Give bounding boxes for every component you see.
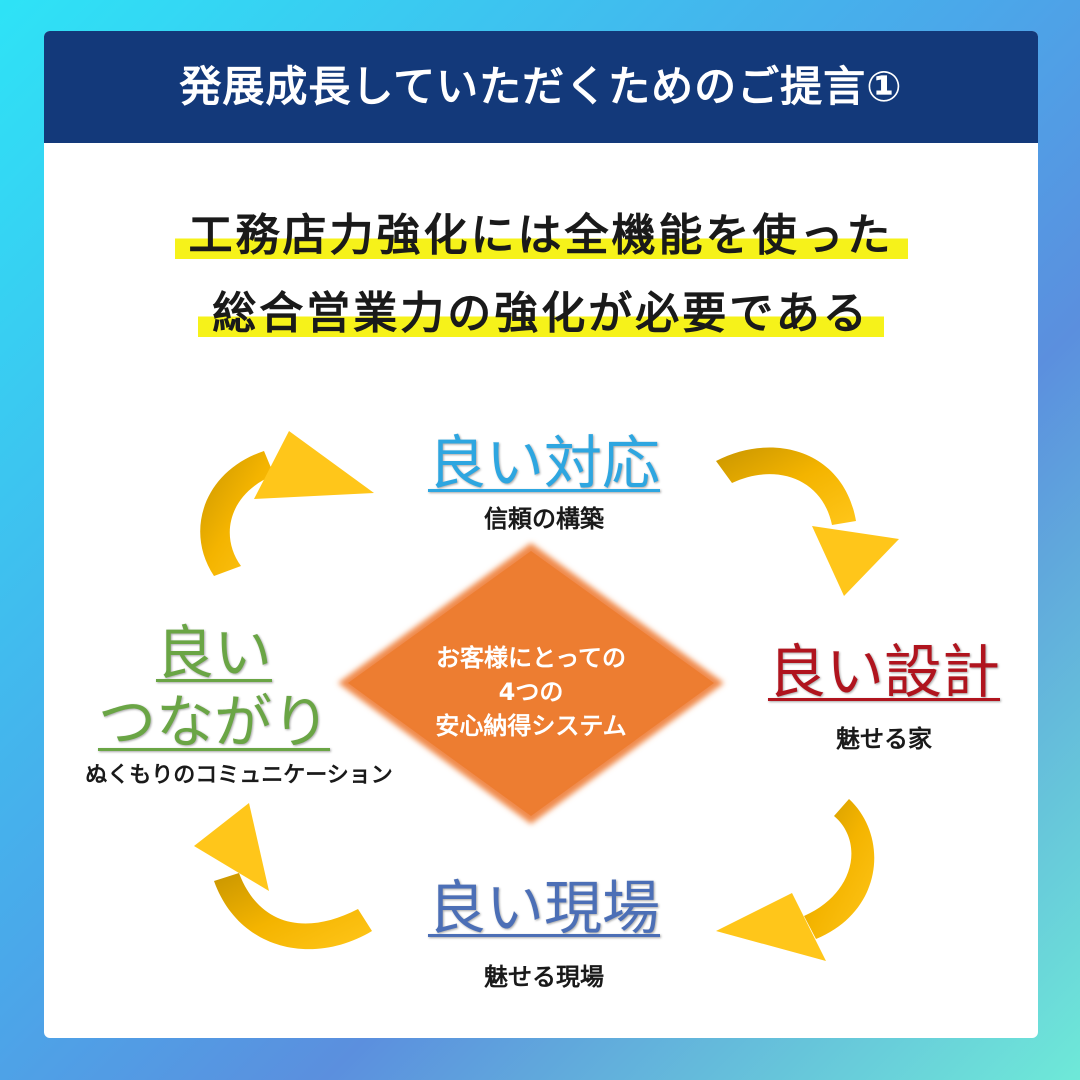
curved-arrow-icon (200, 431, 374, 576)
curved-arrow-icon (194, 803, 372, 950)
header-bar: 発展成長していただくためのご提言① (44, 31, 1038, 143)
cycle-top-subtitle: 信頼の構築 (484, 505, 604, 533)
cycle-top-title: 良い対応 (427, 429, 660, 497)
center-diamond (338, 543, 724, 824)
cycle-right-title: 良い設計 (767, 638, 1000, 706)
cycle-left-title-line-2: つながり (97, 688, 330, 756)
cycle-left-subtitle: ぬくもりのコミュニケーション (85, 763, 393, 788)
cycle-diagram (194, 431, 899, 961)
cycle-left-title-line-1: 良い (155, 619, 272, 687)
headline-line-2: 総合営業力の強化が必要である (44, 277, 1038, 341)
center-label-line-3: 安心納得システム (435, 712, 627, 740)
card: 発展成長していただくためのご提言① 工務店力強化には全機能を使った 総合営業力の… (44, 31, 1038, 1038)
headline-text-1: 工務店力強化には全機能を使った (174, 199, 908, 263)
headline-text-2: 総合営業力の強化が必要である (198, 277, 884, 341)
curved-arrow-icon (716, 799, 875, 961)
headline-line-1: 工務店力強化には全機能を使った (44, 199, 1038, 263)
curved-arrow-icon (716, 447, 899, 596)
cycle-right-subtitle: 魅せる家 (836, 725, 932, 753)
center-label: お客様にとっての 4つの 安心納得システム (391, 641, 671, 743)
cycle-bottom-subtitle: 魅せる現場 (484, 963, 604, 991)
center-label-line-2: 4つの (498, 678, 564, 706)
page-title: 発展成長していただくためのご提言① (179, 62, 903, 111)
cycle-bottom-title: 良い現場 (427, 874, 660, 942)
center-label-line-1: お客様にとっての (435, 644, 627, 672)
